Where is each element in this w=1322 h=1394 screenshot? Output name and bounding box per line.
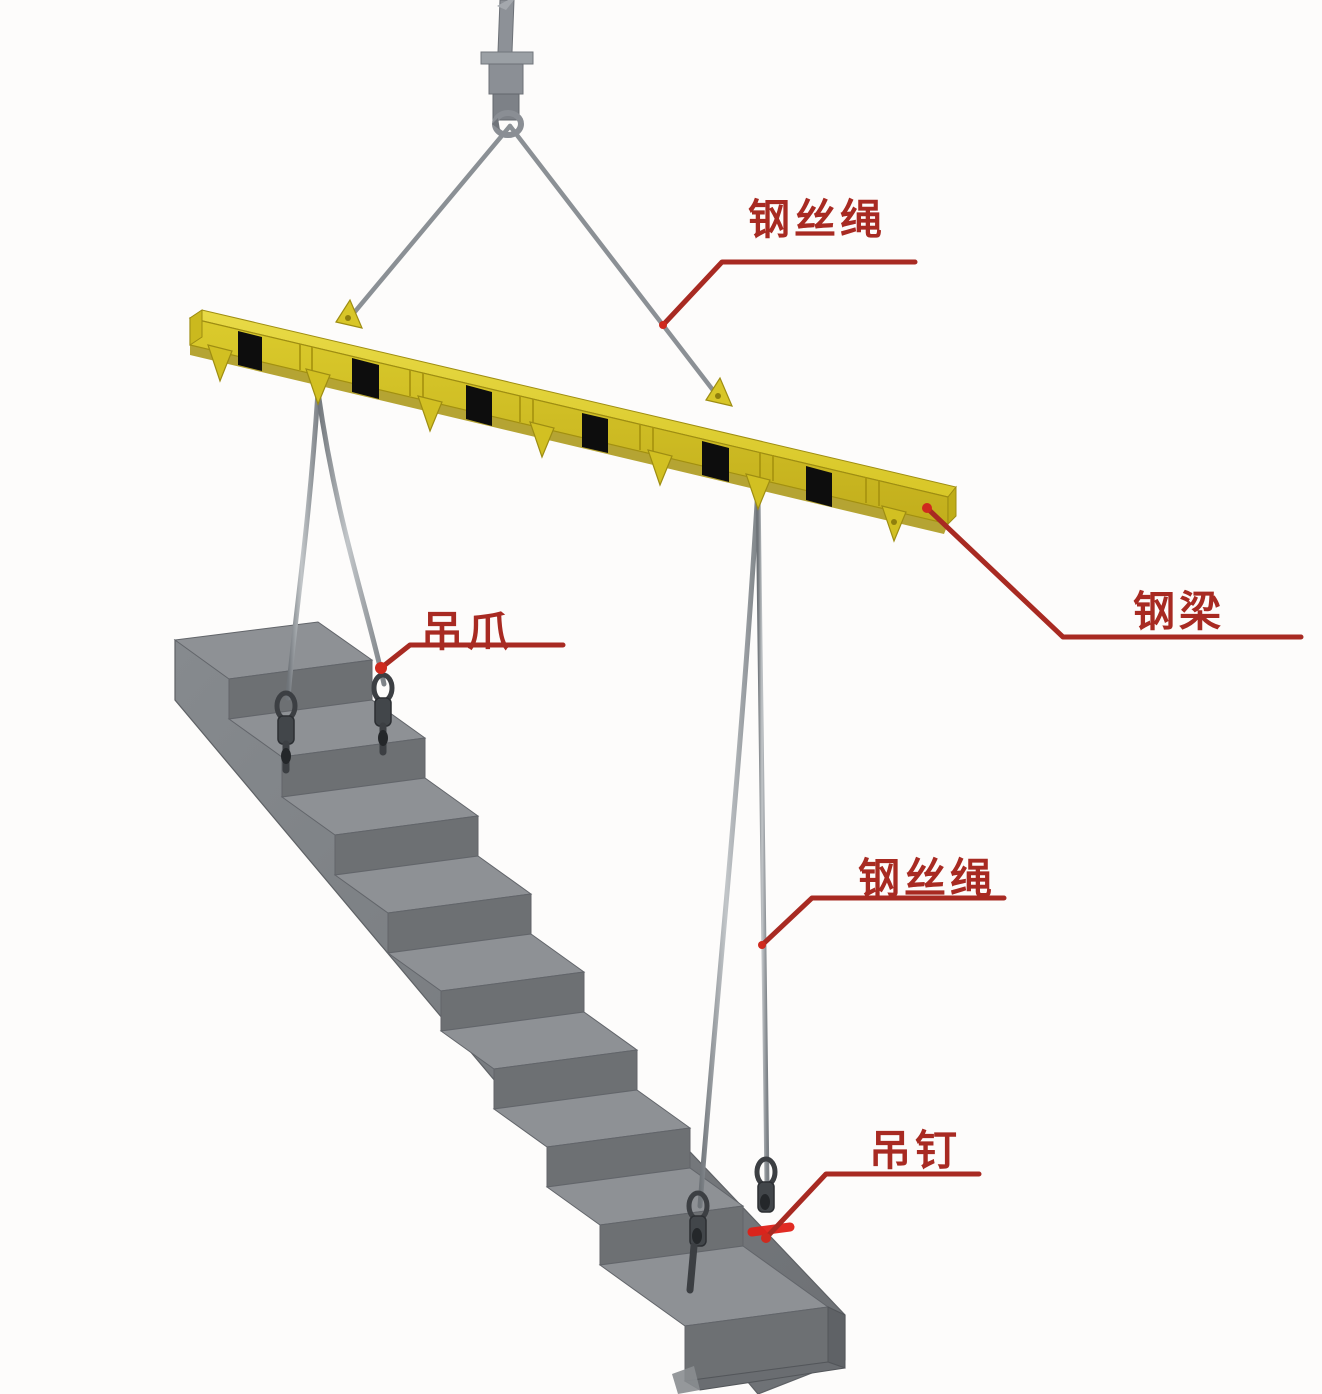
label-steel-beam: 钢梁 <box>1133 587 1226 636</box>
crane-hook-block <box>480 0 534 138</box>
leader-wire-rope-low <box>759 895 1007 948</box>
annotation-leaders <box>378 259 1304 1241</box>
beam-warning-stripes <box>238 331 832 507</box>
yellow-spreader-beam <box>188 298 957 543</box>
precast-stair-flight <box>173 621 846 1394</box>
label-lifting-claw: 吊爪 <box>421 607 514 656</box>
leader-lifting-claw <box>378 642 566 671</box>
lower-wire-ropes <box>285 389 770 1209</box>
lifting-anchor-left <box>686 1190 710 1294</box>
label-lifting-anchor: 吊钉 <box>869 1126 962 1175</box>
stair-steps <box>173 621 830 1382</box>
beam-sling-lugs <box>335 298 734 407</box>
label-wire-rope-lower: 钢丝绳 <box>858 854 997 903</box>
lifting-claw-right <box>371 672 395 756</box>
label-wire-rope-top: 钢丝绳 <box>748 195 887 244</box>
lifting-claw-left <box>274 690 298 774</box>
upper-slings <box>345 123 722 401</box>
leader-wire-rope-top <box>660 259 918 328</box>
leader-steel-beam <box>924 505 1304 640</box>
leader-lifting-anchor <box>763 1171 982 1241</box>
leader-endpoint-dots <box>375 321 932 1243</box>
